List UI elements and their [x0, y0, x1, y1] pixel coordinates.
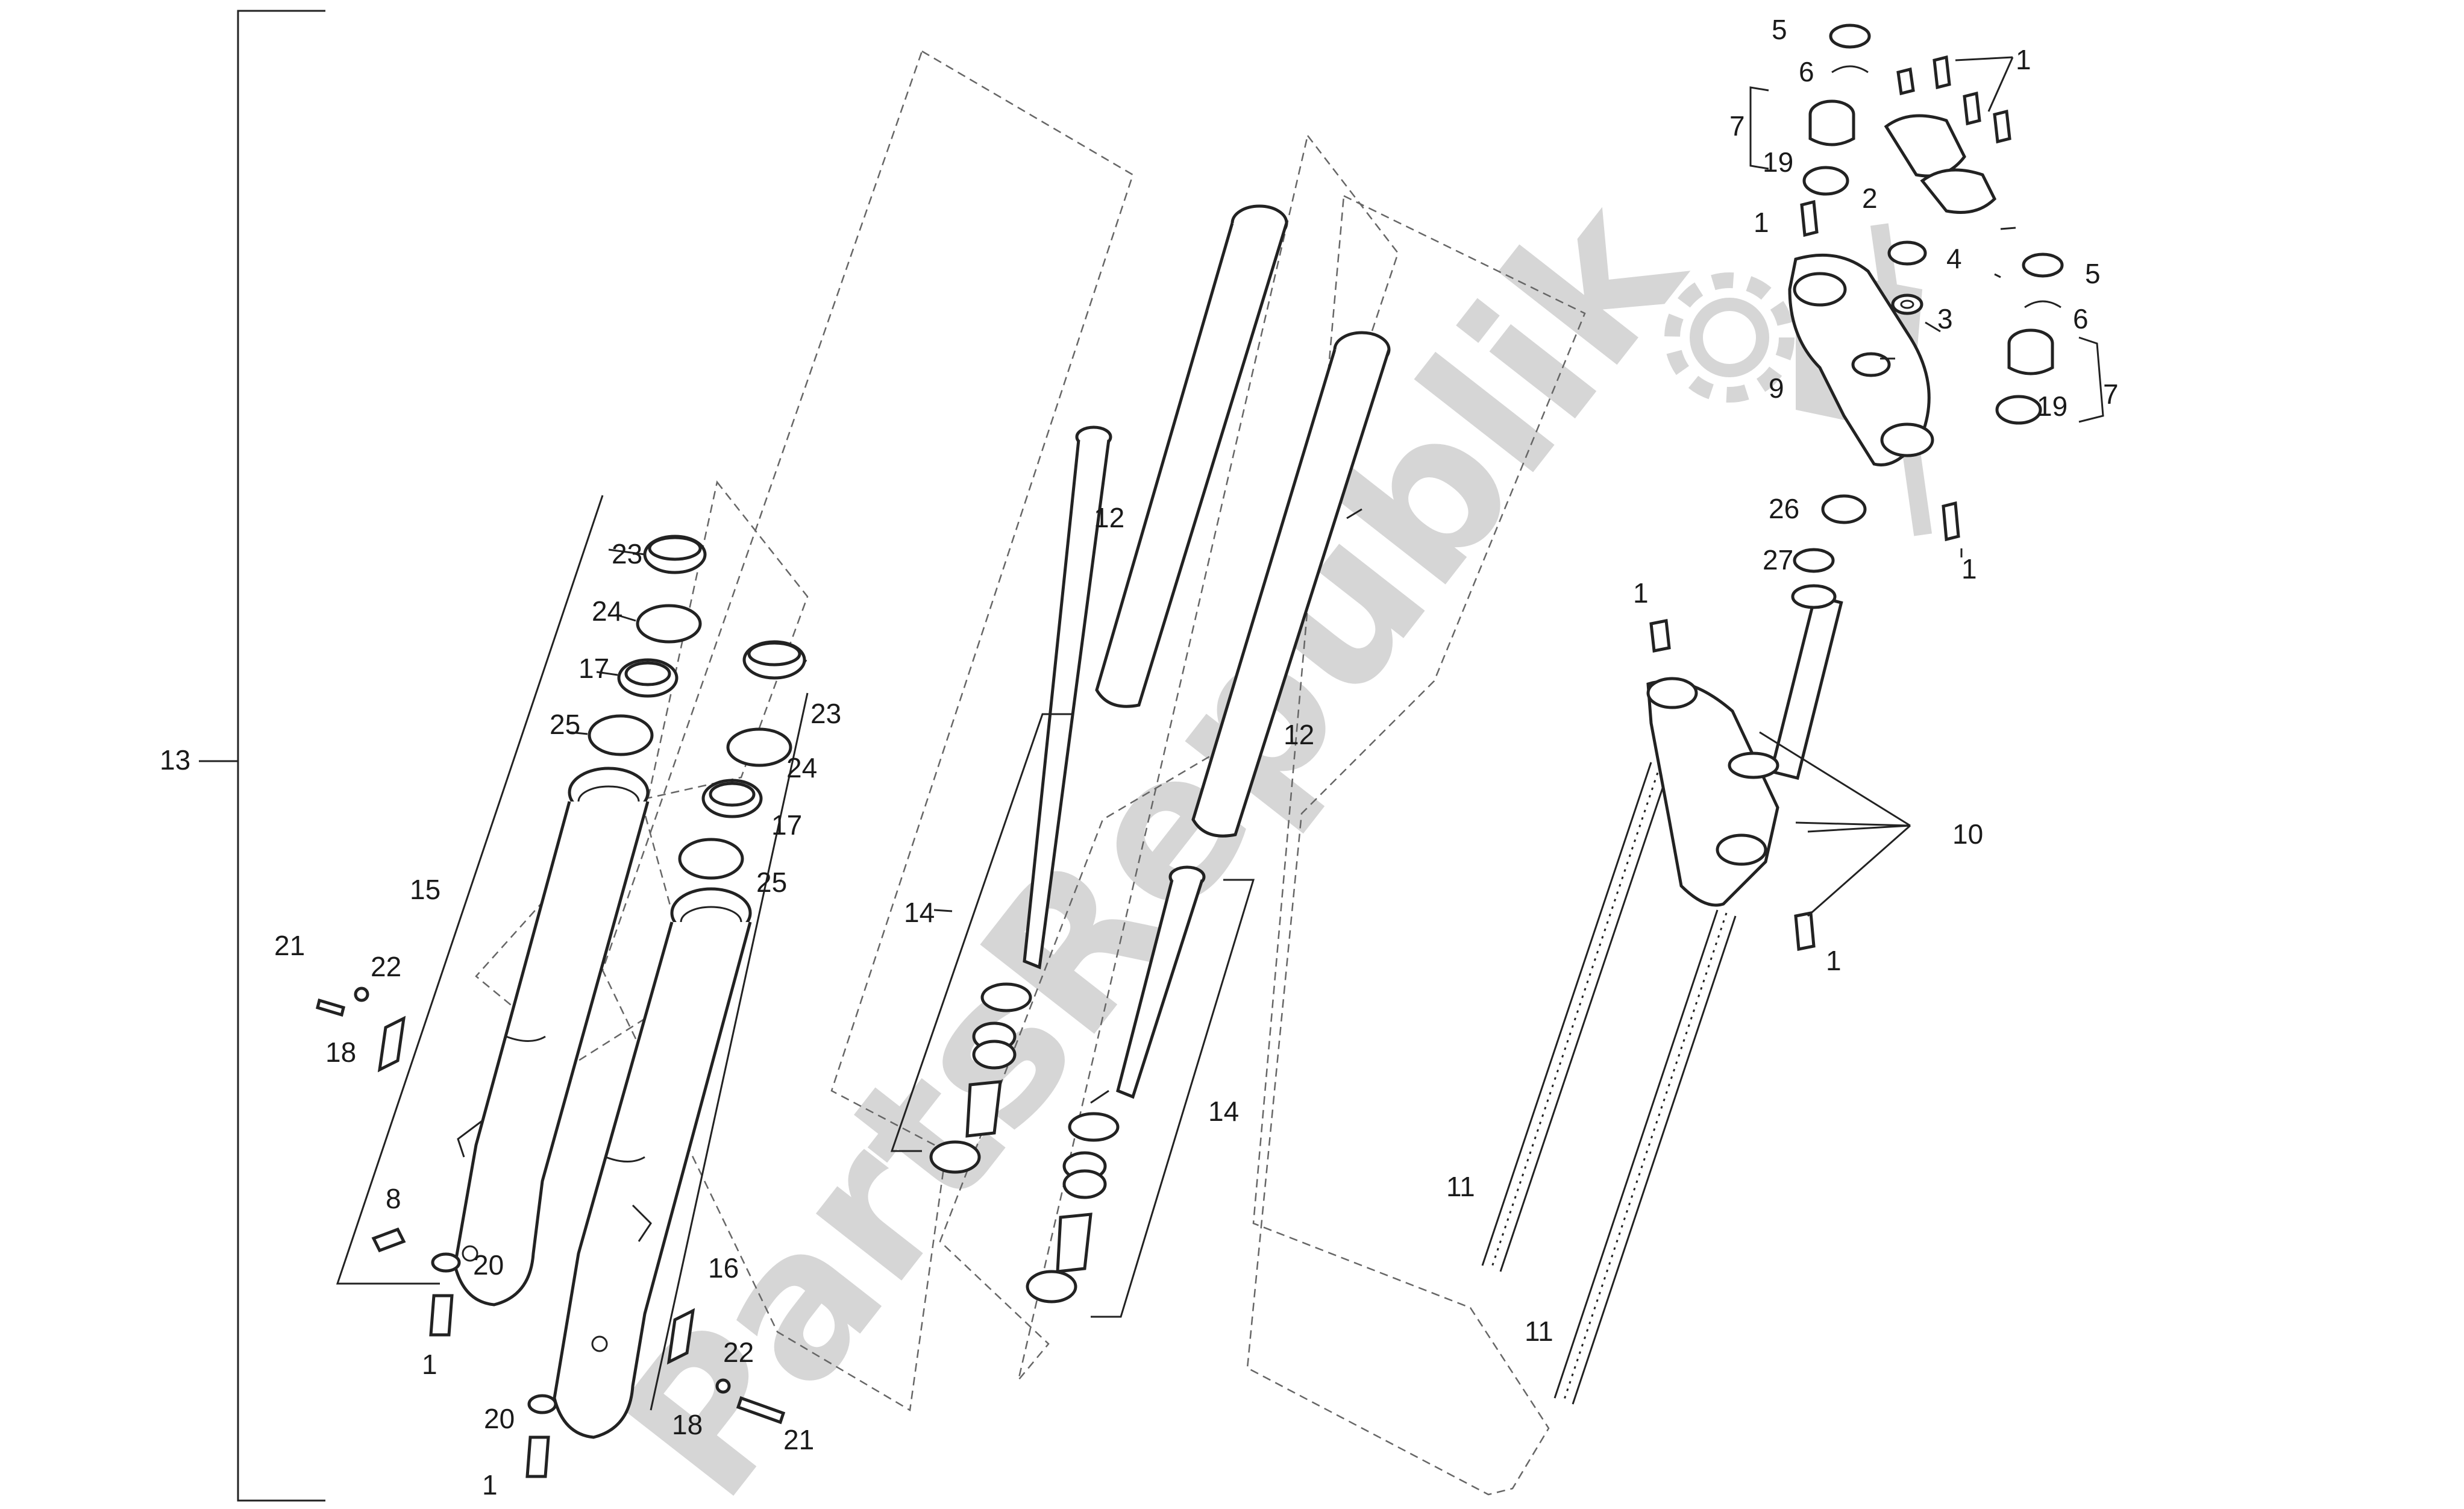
label-8: 8 [386, 1183, 401, 1214]
callout-labels: 13 23 24 17 25 23 24 17 25 15 16 21 22 1… [160, 14, 2119, 1501]
label-12-upper: 12 [1094, 502, 1124, 533]
label-19-right: 19 [2037, 391, 2067, 422]
label-23-left: 23 [612, 538, 642, 569]
label-5-right: 5 [2085, 258, 2101, 289]
label-24-left: 24 [592, 595, 622, 627]
damper-brackets [890, 713, 1255, 1318]
label-14-upper: 14 [904, 897, 935, 928]
label-7-right: 7 [2103, 378, 2119, 410]
label-25-left: 25 [550, 709, 580, 740]
label-7-top: 7 [1729, 110, 1745, 142]
label-2: 2 [1862, 183, 1878, 214]
label-27: 27 [1763, 544, 1793, 576]
label-21-right: 21 [783, 1424, 814, 1455]
watermark: PartsRepublik [577, 157, 1728, 1509]
label-22-left: 22 [371, 951, 401, 982]
handlebar-clamp-upper [1802, 24, 2014, 214]
stem-nut-26-27 [1793, 494, 1960, 573]
small-hardware-left [315, 987, 786, 1478]
label-20-right: 20 [484, 1403, 515, 1434]
lower-triple-clamp-10 [1646, 584, 1843, 951]
label-1-stem-bottom: 1 [1826, 945, 1842, 976]
top-nut-3-4 [1887, 240, 1927, 315]
damper-14-lower [1026, 865, 1206, 1304]
label-6-top: 6 [1799, 56, 1814, 87]
right-seal-stack [678, 640, 806, 880]
label-13: 13 [160, 744, 190, 776]
label-12-lower: 12 [1284, 719, 1314, 750]
label-19-top: 19 [1763, 146, 1793, 178]
label-14-lower: 14 [1208, 1096, 1239, 1127]
right-fork-slider-16 [553, 887, 752, 1439]
label-17-left: 17 [578, 653, 609, 684]
label-1-right: 1 [1961, 553, 1977, 585]
label-16: 16 [708, 1252, 739, 1284]
spring-11-lower [1553, 909, 1737, 1405]
handlebar-clamp-right [1995, 253, 2064, 425]
label-1-clamp-top: 1 [2016, 44, 2031, 75]
damper-14-upper [929, 425, 1112, 1174]
label-26: 26 [1769, 493, 1799, 524]
label-15: 15 [410, 874, 440, 905]
label-25-right: 25 [756, 867, 787, 898]
label-1-left: 1 [422, 1349, 437, 1380]
label-23-right: 23 [810, 698, 841, 729]
label-18-right: 18 [672, 1409, 703, 1440]
fork-tube-12-lower [1191, 331, 1391, 838]
label-11-upper: 11 [1446, 1171, 1475, 1202]
label-6-right: 6 [2073, 303, 2089, 334]
spring-11-upper [1481, 762, 1670, 1272]
label-21-left: 21 [274, 930, 305, 961]
label-20-left: 20 [473, 1249, 504, 1281]
label-11-lower: 11 [1525, 1316, 1553, 1347]
label-17-right: 17 [771, 809, 802, 841]
label-5-top: 5 [1772, 14, 1787, 45]
label-1-bottom: 1 [482, 1469, 498, 1501]
label-24-right: 24 [786, 752, 817, 783]
left-fork-bracket [336, 495, 809, 1411]
upper-triple-clamp-9 [1788, 199, 1934, 466]
fork-tube-12-upper [1095, 204, 1288, 708]
label-1-stem-top: 1 [1633, 577, 1649, 609]
left-fork-slider-15 [453, 767, 650, 1307]
svg-text:PartsRepublik: PartsRepublik [577, 157, 1728, 1509]
label-22-right: 22 [723, 1337, 754, 1368]
leader-lines [569, 86, 2104, 1104]
label-18-left: 18 [325, 1037, 356, 1068]
assembly-bracket-13 [199, 10, 325, 1502]
left-seal-stack [588, 535, 707, 756]
label-1-clamp-bolt: 1 [1754, 207, 1769, 238]
label-9: 9 [1769, 372, 1784, 404]
label-10: 10 [1952, 818, 1983, 850]
label-4: 4 [1946, 243, 1962, 274]
label-3: 3 [1937, 303, 1953, 334]
